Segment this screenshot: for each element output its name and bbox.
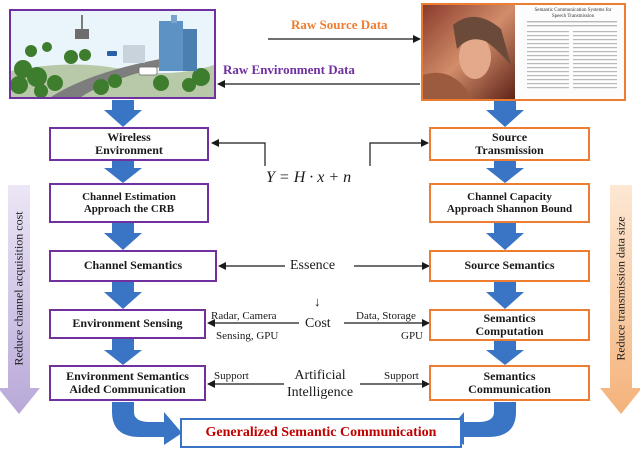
sensing-gpu-label: Sensing, GPU: [216, 330, 279, 342]
environment-sensing-box: Environment Sensing: [49, 309, 206, 339]
source-transmission-box: Source Transmission: [429, 127, 590, 161]
essence-label: Essence: [290, 258, 336, 273]
right-side-label: Reduce transmission data size: [613, 216, 628, 361]
right-flow-arrows: [486, 100, 524, 365]
raw-environment-data-label: Raw Environment Data: [223, 62, 355, 77]
channel-semantics-box: Channel Semantics: [49, 250, 217, 282]
lena-image: [423, 5, 624, 99]
raw-source-data-label: Raw Source Data: [291, 17, 388, 32]
semantics-computation-box: Semantics Computation: [429, 309, 590, 341]
ai-label: Artificial Intelligence: [286, 368, 354, 400]
support-left-label: Support: [214, 370, 249, 382]
right-side-arrow: [600, 185, 640, 414]
env-semantics-comm-box: Environment Semantics Aided Communicatio…: [49, 365, 206, 401]
left-curve-arrow: [112, 402, 182, 445]
city-illustration: [11, 11, 214, 97]
left-flow-arrows: [104, 100, 142, 365]
generalized-semantic-comm-box: Generalized Semantic Communication: [180, 418, 462, 448]
support-right-label: Support: [384, 370, 419, 382]
source-semantics-box: Source Semantics: [429, 250, 590, 282]
channel-capacity-box: Channel Capacity Approach Shannon Bound: [429, 183, 590, 223]
wireless-environment-box: Wireless Environment: [49, 127, 209, 161]
channel-equation: Y = H · x + n: [266, 169, 352, 186]
left-side-arrow: [0, 185, 40, 414]
cost-down-arrow: ↓: [314, 294, 321, 309]
right-curve-arrow: [446, 402, 516, 445]
city-image: [9, 9, 216, 99]
data-storage-label: Data, Storage: [356, 310, 416, 322]
source-image: Semantic Communication Systems for Speec…: [421, 3, 626, 101]
semantics-communication-box: Semantics Communication: [429, 365, 590, 401]
radar-camera-label: Radar, Camera: [211, 310, 277, 322]
gpu-label: GPU: [401, 330, 424, 342]
left-side-label: Reduce channel acquisition cost: [11, 211, 26, 366]
cost-label: Cost: [305, 316, 331, 331]
channel-estimation-box: Channel Estimation Approach the CRB: [49, 183, 209, 223]
paper-title: Semantic Communication Systems for Speec…: [534, 8, 612, 19]
